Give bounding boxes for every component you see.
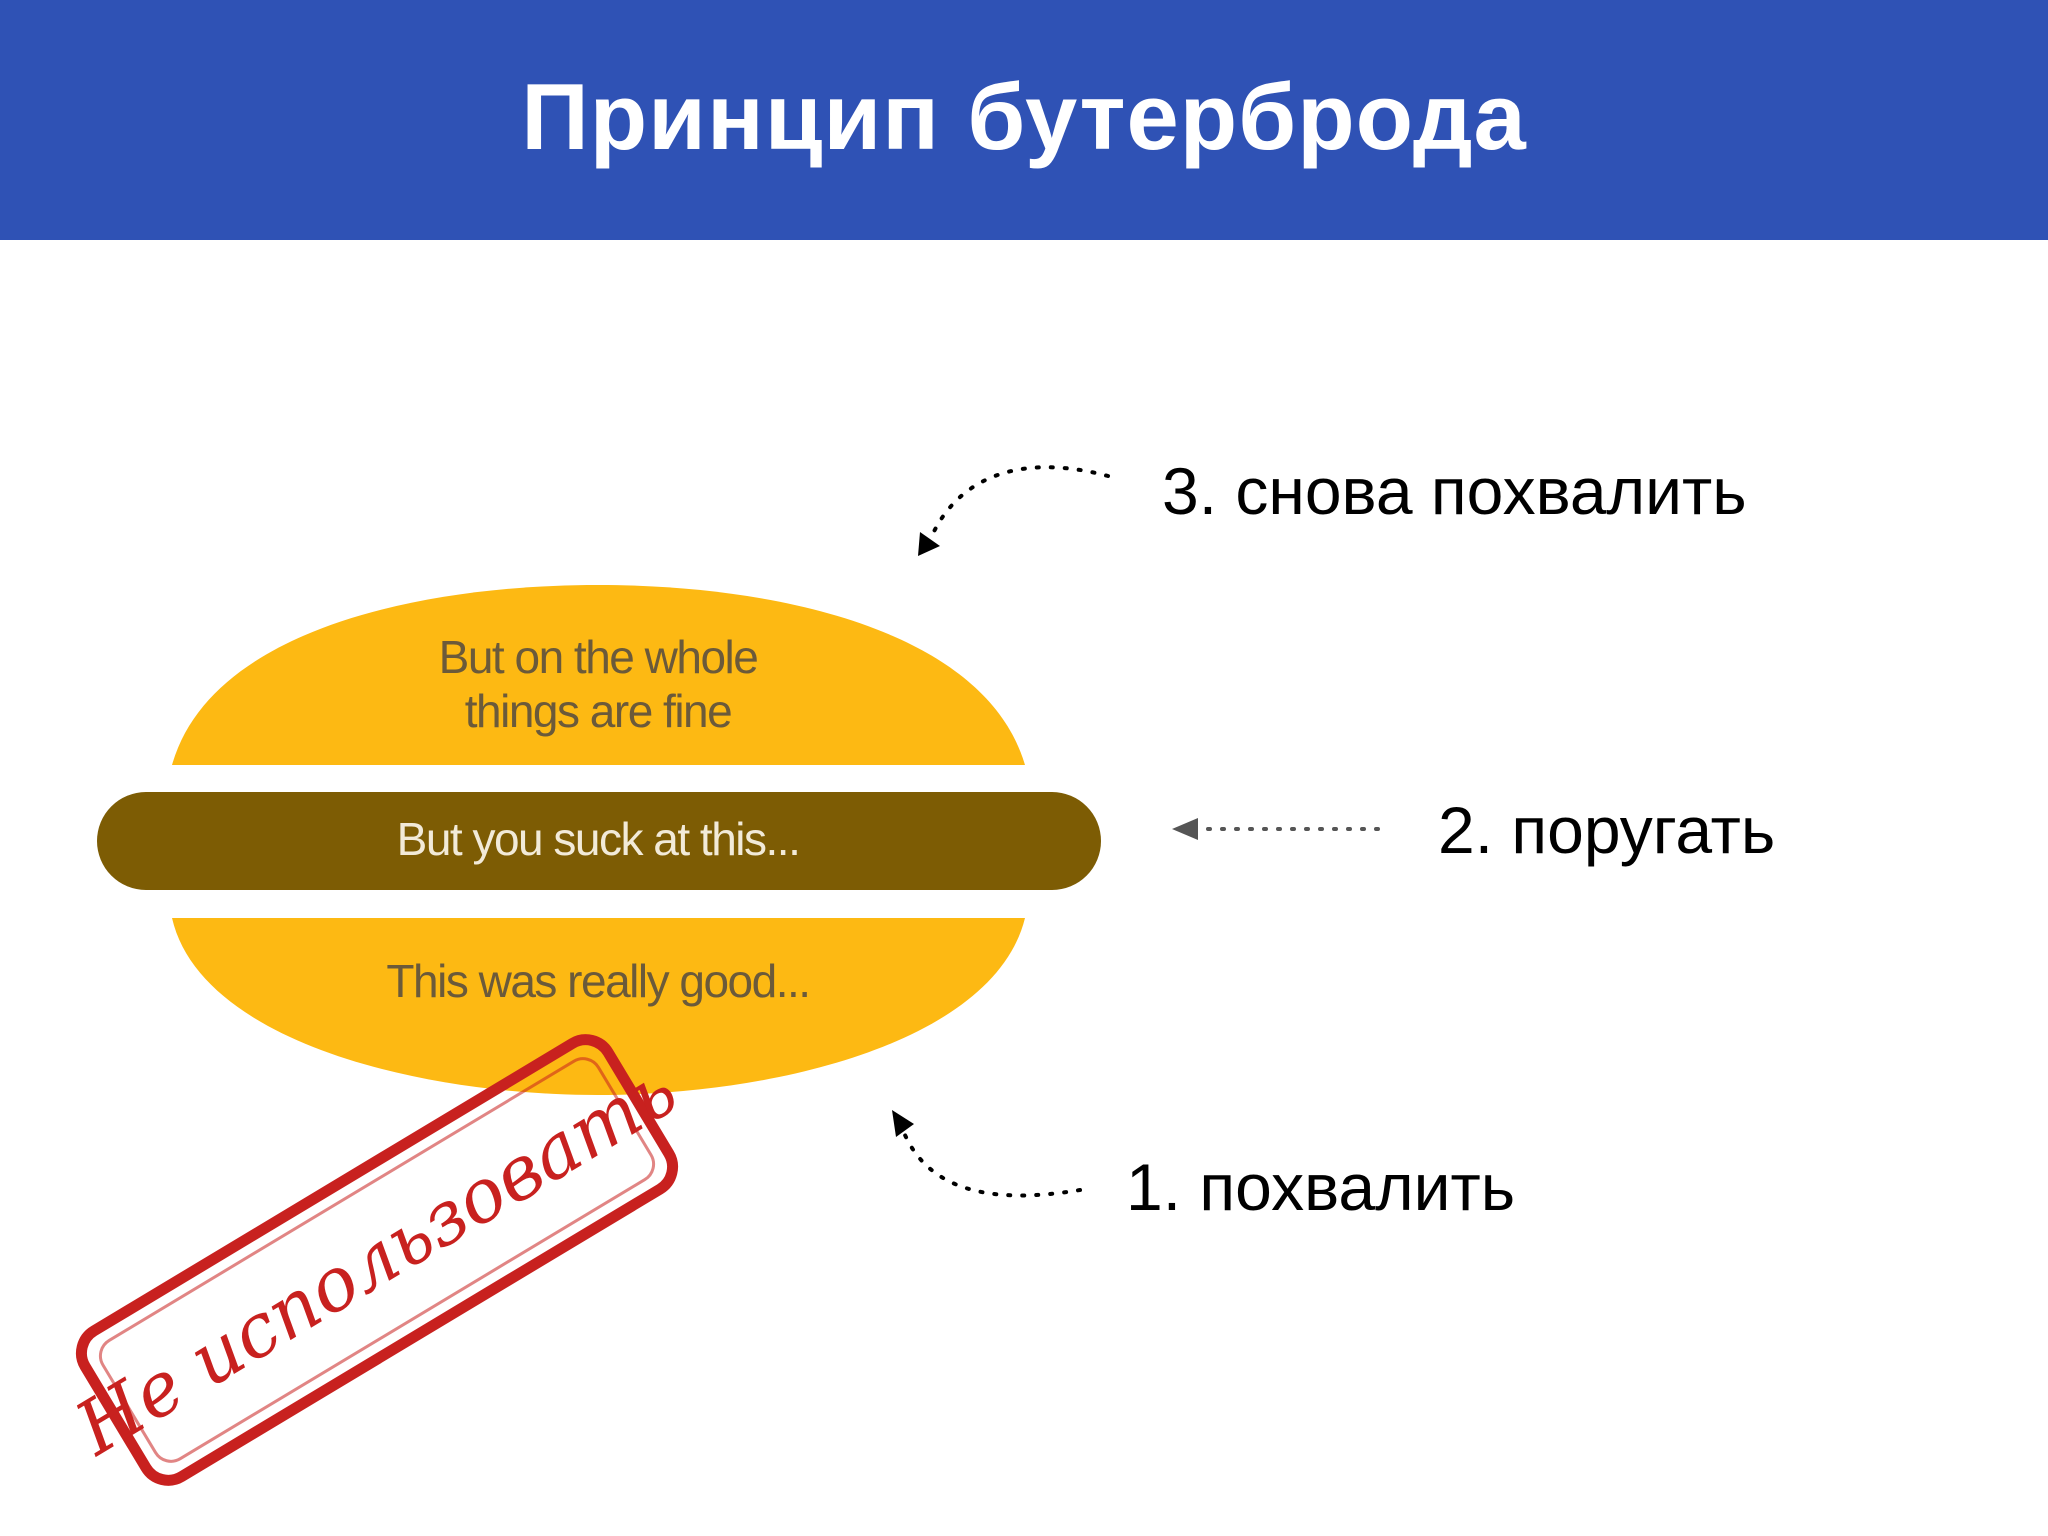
arrow-step2-head-icon (1172, 818, 1198, 840)
arrow-step3-head-icon (918, 532, 940, 556)
label-step1: 1. похвалить (1126, 1150, 1516, 1224)
header-bar: Принцип бутерброда (0, 0, 2048, 240)
top-bun (172, 585, 1025, 765)
bottom-bun-text: This was really good... (386, 955, 809, 1007)
stamp-border-inner (98, 1057, 656, 1463)
arrow-step1-icon (903, 1133, 1082, 1198)
label-step2: 2. поругать (1438, 793, 1776, 867)
slide-title: Принцип бутерброда (521, 64, 1527, 169)
arrow-step3-icon (928, 465, 1110, 542)
top-bun-text-line1: But on the whole (439, 631, 758, 683)
stamp-text: Не использовать (60, 1046, 692, 1473)
patty-text: But you suck at this... (397, 813, 800, 865)
patty (97, 792, 1101, 890)
label-step3: 3. снова похвалить (1162, 454, 1747, 528)
do-not-use-stamp: Не использовать (60, 1034, 692, 1486)
top-bun-text-line2: things are fine (465, 685, 731, 737)
arrow-step1-head-icon (892, 1110, 914, 1137)
stamp-border-outer (75, 1034, 679, 1486)
bottom-bun (172, 918, 1025, 1095)
